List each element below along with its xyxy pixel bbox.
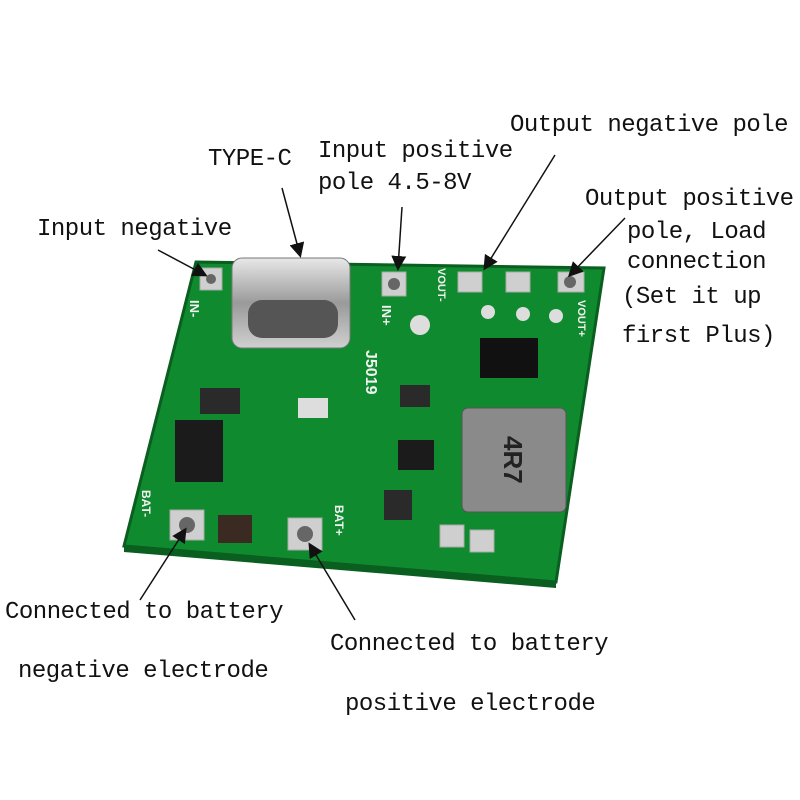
label-bat-negative-1: Connected to battery xyxy=(5,599,284,626)
arrow-type-c xyxy=(281,187,305,258)
label-bat-negative-2: negative electrode xyxy=(18,658,269,685)
label-bat-positive-2: positive electrode xyxy=(345,691,596,718)
silk-in-plus: IN+ xyxy=(379,305,394,326)
label-input-negative: Input negative xyxy=(37,216,232,243)
ic-chip xyxy=(175,420,223,482)
label-bat-positive-1: Connected to battery xyxy=(330,631,609,658)
label-output-positive-3: connection xyxy=(627,249,767,276)
silk-vout-minus: VOUT- xyxy=(435,268,447,302)
inductor-marking: 4R7 xyxy=(498,436,528,484)
label-output-positive-5: first Plus) xyxy=(622,323,775,350)
silk-bat-plus: BAT+ xyxy=(332,505,346,536)
arrow-output-negative xyxy=(483,154,556,271)
arrow-bat-positive xyxy=(308,542,356,621)
arrow-output-positive xyxy=(567,217,626,278)
label-output-positive-2: pole, Load xyxy=(627,219,767,246)
arrow-input-negative xyxy=(157,249,208,277)
label-input-positive-1: Input positive xyxy=(318,138,513,165)
silk-bat-minus: BAT- xyxy=(139,490,153,517)
silk-chip-name: J5019 xyxy=(362,350,379,395)
label-type-c: TYPE-C xyxy=(208,146,292,173)
arrow-bat-negative xyxy=(139,527,187,601)
label-input-positive-2: pole 4.5-8V xyxy=(318,170,471,197)
inductor xyxy=(461,407,567,513)
pad-vout-minus xyxy=(457,271,483,293)
label-output-negative: Output negative pole xyxy=(510,112,789,139)
label-output-positive-4: (Set it up xyxy=(622,284,762,311)
arrow-input-positive xyxy=(391,206,407,271)
silk-vout-plus: VOUT+ xyxy=(575,300,587,337)
silk-in-minus: IN- xyxy=(187,300,202,317)
label-output-positive-1: Output positive xyxy=(585,186,794,213)
